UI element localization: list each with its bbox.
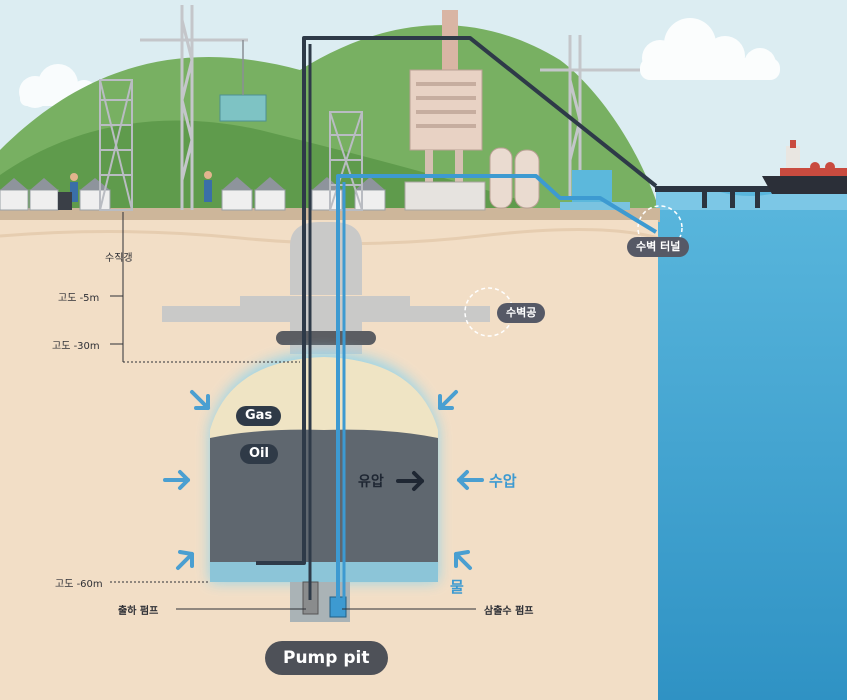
oil-pressure-label: 유압 (358, 474, 384, 490)
cargo-container (219, 94, 267, 122)
pump-pit-label: Pump pit (265, 641, 388, 675)
shaft-label: 수직갱 (105, 253, 133, 264)
pier (655, 186, 845, 208)
crane-left (140, 5, 248, 210)
hill-near (0, 120, 520, 212)
pressure-arrows (163, 390, 484, 570)
scaffold-towers (99, 79, 363, 211)
pump-platform (560, 202, 630, 210)
water-pipeline (336, 174, 658, 610)
water-label: 물 (450, 578, 464, 596)
arrow-right-icon (454, 550, 472, 570)
level-30m-label: 고도 -30m (52, 341, 100, 352)
depth-scale (110, 212, 476, 610)
arrow-right-icon (163, 470, 190, 490)
cloud-right (640, 18, 780, 80)
cavern-oil (210, 429, 438, 582)
water-curtain-hole-label: 수벽공 (497, 303, 546, 323)
cavern-water (210, 562, 438, 582)
sea (656, 186, 847, 700)
level-5m-label: 고도 -5m (58, 293, 100, 304)
oil-pipeline (256, 36, 658, 565)
arrow-right-icon (457, 470, 484, 490)
level-60m-label: 고도 -60m (55, 579, 103, 590)
worker-left (58, 173, 78, 210)
arrow-right-icon (176, 550, 194, 570)
tanker-ship (762, 140, 847, 194)
arrow-right-icon (190, 390, 210, 410)
shaft-plug (276, 331, 376, 345)
water-pressure-label: 수압 (489, 472, 517, 490)
access-shaft (162, 222, 490, 354)
gas-label: Gas (236, 406, 282, 426)
worker-right (204, 171, 212, 202)
water-curtain-tunnel-label: 수벽 터널 (627, 237, 690, 257)
ground-surface (0, 208, 660, 222)
tunnel-marker (637, 205, 683, 251)
oil-label: Oil (240, 444, 278, 464)
arrow-right-icon (438, 390, 458, 410)
shipping-pump-label: 출하 펌프 (118, 606, 159, 617)
houses (0, 177, 386, 211)
arrow-right-bold-icon (396, 471, 424, 491)
seepage-pump-label: 삼출수 펌프 (484, 606, 534, 617)
